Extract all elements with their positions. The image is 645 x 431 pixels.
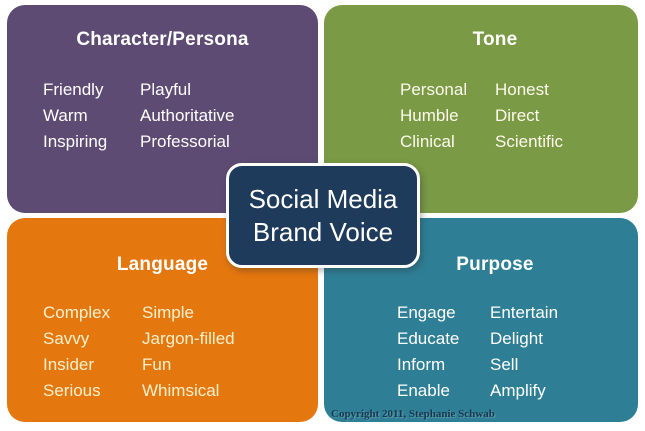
word-column: Complex Savvy Insider Serious (43, 300, 142, 404)
word-columns: Complex Savvy Insider Serious Simple Jar… (43, 300, 235, 404)
word-columns: Personal Humble Clinical Honest Direct S… (400, 77, 563, 155)
word-column: Simple Jargon-filled Fun Whimsical (142, 300, 235, 404)
voice-attribute: Complex (43, 303, 111, 322)
copyright-notice: Copyright 2011, Stephanie Schwab (331, 408, 495, 420)
quadrant-title: Tone (472, 29, 518, 50)
word-columns: Engage Educate Inform Enable Entertain D… (397, 300, 558, 404)
voice-attribute: Inform (397, 355, 446, 374)
voice-attribute: Warm (43, 106, 88, 125)
voice-attribute: Personal (400, 80, 468, 99)
word-column: Entertain Delight Sell Amplify (490, 300, 558, 404)
voice-attribute: Enable (397, 381, 450, 400)
voice-attribute: Entertain (490, 303, 559, 322)
word-columns: Friendly Warm Inspiring Playful Authorit… (43, 77, 235, 155)
voice-attribute: Sell (490, 355, 519, 374)
word-column: Personal Humble Clinical (400, 77, 495, 155)
voice-attribute: Friendly (43, 80, 104, 99)
voice-attribute: Educate (397, 329, 460, 348)
word-column: Honest Direct Scientific (495, 77, 563, 155)
voice-attribute: Insider (43, 355, 95, 374)
word-column: Playful Authoritative Professorial (140, 77, 235, 155)
voice-attribute: Whimsical (142, 381, 220, 400)
voice-attribute: Jargon-filled (142, 329, 235, 348)
word-column: Engage Educate Inform Enable (397, 300, 490, 404)
voice-attribute: Humble (400, 106, 459, 125)
voice-attribute: Delight (490, 329, 543, 348)
voice-attribute: Fun (142, 355, 172, 374)
quadrant-character-persona: Character/Persona Friendly Warm Inspirin… (7, 5, 318, 213)
quadrant-title: Character/Persona (76, 29, 249, 50)
voice-attribute: Savvy (43, 329, 90, 348)
voice-attribute: Honest (495, 80, 549, 99)
voice-attribute: Simple (142, 303, 194, 322)
word-column: Friendly Warm Inspiring (43, 77, 140, 155)
quadrant-title: Language (116, 254, 209, 275)
voice-attribute: Serious (43, 381, 101, 400)
center-title-box: Social Media Brand Voice (226, 163, 420, 268)
voice-attribute: Inspiring (43, 132, 108, 151)
voice-attribute: Authoritative (140, 106, 235, 125)
voice-attribute: Scientific (495, 132, 564, 151)
voice-attribute: Playful (140, 80, 192, 99)
diagram-title-line1: Social Media (248, 183, 398, 214)
voice-attribute: Professorial (140, 132, 230, 151)
quadrant-language: Language Complex Savvy Insider Serious S… (7, 218, 318, 422)
voice-attribute: Direct (495, 106, 540, 125)
quadrant-title: Purpose (456, 254, 534, 275)
voice-attribute: Clinical (400, 132, 455, 151)
voice-attribute: Amplify (490, 381, 546, 400)
diagram-title-line2: Brand Voice (252, 216, 394, 247)
voice-attribute: Engage (397, 303, 456, 322)
